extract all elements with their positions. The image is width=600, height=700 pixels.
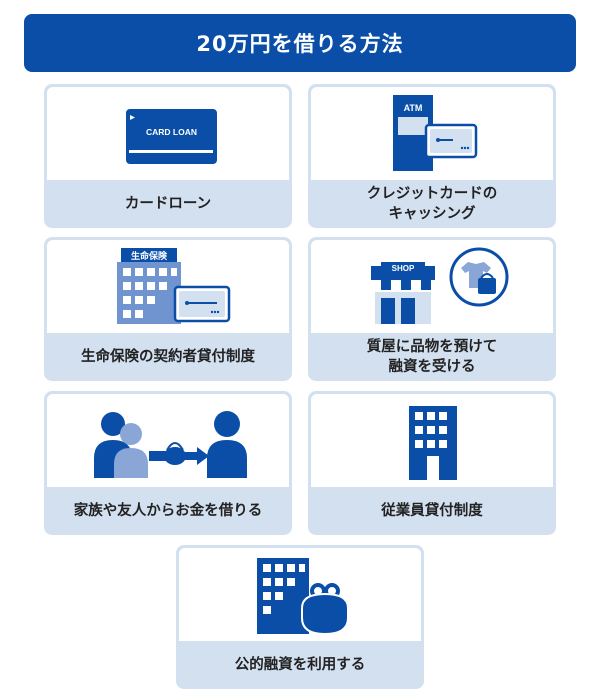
method-card-public-financing: 公的融資を利用する xyxy=(176,545,424,689)
card-label: 従業員貸付制度 xyxy=(381,503,483,519)
office-building-icon xyxy=(409,406,457,480)
card-label: カードローン xyxy=(124,196,212,212)
card-illustration-area: CARD LOAN xyxy=(47,87,289,180)
method-card-card-loan: CARD LOAN カードローン xyxy=(44,84,292,228)
card-illustration-area xyxy=(311,394,553,487)
method-card-credit-cashing: ATM クレジットカードの キャッシング xyxy=(308,84,556,228)
card-label: 家族や友人からお金を借りる xyxy=(73,503,263,519)
shop-icon-text: SHOP xyxy=(392,264,415,273)
page-title-banner: 20万円を借りる方法 xyxy=(24,14,576,72)
card-label: 質屋に品物を預けて 融資を受ける xyxy=(366,339,498,375)
atm-icon: ATM xyxy=(393,95,478,171)
card-label: 公的融資を利用する xyxy=(234,657,366,673)
card-label: クレジットカードの キャッシング xyxy=(366,186,498,222)
card-label: 生命保険の契約者貸付制度 xyxy=(81,349,255,365)
card-illustration-area xyxy=(47,394,289,487)
card-illustration-area: 生命保険 xyxy=(47,240,289,333)
pawn-shop-icon: SHOP xyxy=(371,247,509,324)
card-illustration-area xyxy=(179,548,421,641)
insurance-icon-text: 生命保険 xyxy=(131,250,168,262)
public-building-purse-icon xyxy=(257,558,349,636)
method-card-employee-loan: 従業員貸付制度 xyxy=(308,391,556,535)
atm-icon-text: ATM xyxy=(404,103,423,113)
method-card-family-friends: 家族や友人からお金を借りる xyxy=(44,391,292,535)
method-card-pawn-shop: SHOP 質屋に品物を預けて 融資を受ける xyxy=(308,237,556,381)
method-card-life-insurance: 生命保険 生命保険の契約者貸付制度 xyxy=(44,237,292,381)
card-illustration-area: SHOP xyxy=(311,240,553,333)
card-illustration-area: ATM xyxy=(311,87,553,180)
people-lending-icon xyxy=(94,411,247,478)
card-loan-icon: CARD LOAN xyxy=(126,109,217,164)
card-loan-icon-text: CARD LOAN xyxy=(146,127,197,137)
insurance-building-icon: 生命保険 xyxy=(117,248,231,324)
page-title: 20万円を借りる方法 xyxy=(196,32,404,56)
